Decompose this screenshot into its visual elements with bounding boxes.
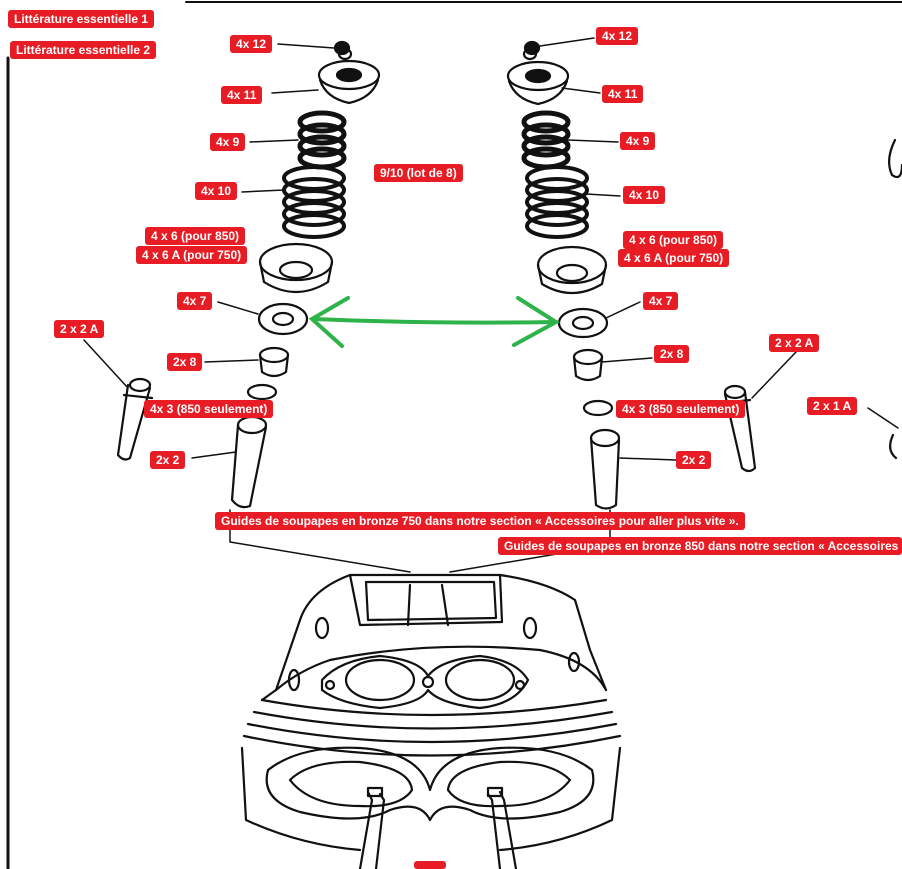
left-spring-retainer [317, 59, 381, 105]
part-label-left-12[interactable]: 4x 12 [230, 35, 273, 53]
part-label-cut-off[interactable] [414, 861, 446, 869]
left-inner-spring [297, 110, 347, 170]
part-label-right-2a[interactable]: 2 x 2 A [769, 334, 820, 352]
part-label-right-2[interactable]: 2x 2 [676, 451, 712, 469]
left-valve-keeper [333, 40, 353, 61]
part-label-right-10[interactable]: 4x 10 [623, 186, 666, 204]
part-label-left-7[interactable]: 4x 7 [177, 292, 213, 310]
guides-750-link[interactable]: Guides de soupapes en bronze 750 dans no… [215, 512, 745, 530]
part-label-right-3[interactable]: 4x 3 (850 seulement) [616, 400, 746, 418]
part-label-9-10-set[interactable]: 9/10 (lot de 8) [374, 164, 463, 182]
guides-850-link[interactable]: Guides de soupapes en bronze 850 dans no… [498, 537, 902, 555]
part-label-left-3[interactable]: 4x 3 (850 seulement) [144, 400, 274, 418]
right-valve-keeper [522, 40, 541, 61]
part-label-left-10[interactable]: 4x 10 [195, 182, 238, 200]
double-arrow [308, 296, 560, 348]
left-valve-seal [258, 346, 290, 378]
part-label-right-6-850[interactable]: 4 x 6 (pour 850) [623, 231, 724, 249]
right-valve-guide [589, 428, 621, 510]
right-outer-spring [525, 165, 589, 239]
part-label-left-9[interactable]: 4x 9 [210, 133, 246, 151]
part-label-left-11[interactable]: 4x 11 [221, 86, 263, 104]
left-washer [257, 302, 309, 336]
right-valve-seal [572, 348, 604, 382]
right-inner-spring [521, 110, 571, 170]
right-spring-retainer [506, 60, 570, 106]
part-label-left-2[interactable]: 2x 2 [150, 451, 186, 469]
left-stud [116, 377, 154, 461]
part-label-left-6-850[interactable]: 4 x 6 (pour 850) [145, 227, 246, 245]
left-outer-spring [282, 165, 346, 239]
left-spring-seat [258, 242, 334, 293]
part-label-left-8[interactable]: 2x 8 [167, 353, 203, 371]
part-label-right-12[interactable]: 4x 12 [596, 27, 639, 45]
literature-link-1[interactable]: Littérature essentielle 1 [8, 10, 155, 28]
right-stud [720, 384, 757, 473]
part-label-right-6a-750[interactable]: 4 x 6 A (pour 750) [618, 249, 730, 267]
part-label-right-1a[interactable]: 2 x 1 A [807, 397, 858, 415]
cylinder-head [240, 573, 622, 869]
part-label-left-6a-750[interactable]: 4 x 6 A (pour 750) [136, 246, 248, 264]
part-label-right-9[interactable]: 4x 9 [620, 132, 656, 150]
part-label-left-2a[interactable]: 2 x 2 A [54, 320, 105, 338]
literature-link-2[interactable]: Littérature essentielle 2 [10, 41, 157, 59]
left-valve-guide [230, 415, 268, 509]
right-washer [557, 307, 609, 339]
right-spring-seat [536, 245, 608, 294]
part-label-right-8[interactable]: 2x 8 [654, 345, 690, 363]
part-label-right-11[interactable]: 4x 11 [602, 85, 644, 103]
part-label-right-7[interactable]: 4x 7 [643, 292, 679, 310]
